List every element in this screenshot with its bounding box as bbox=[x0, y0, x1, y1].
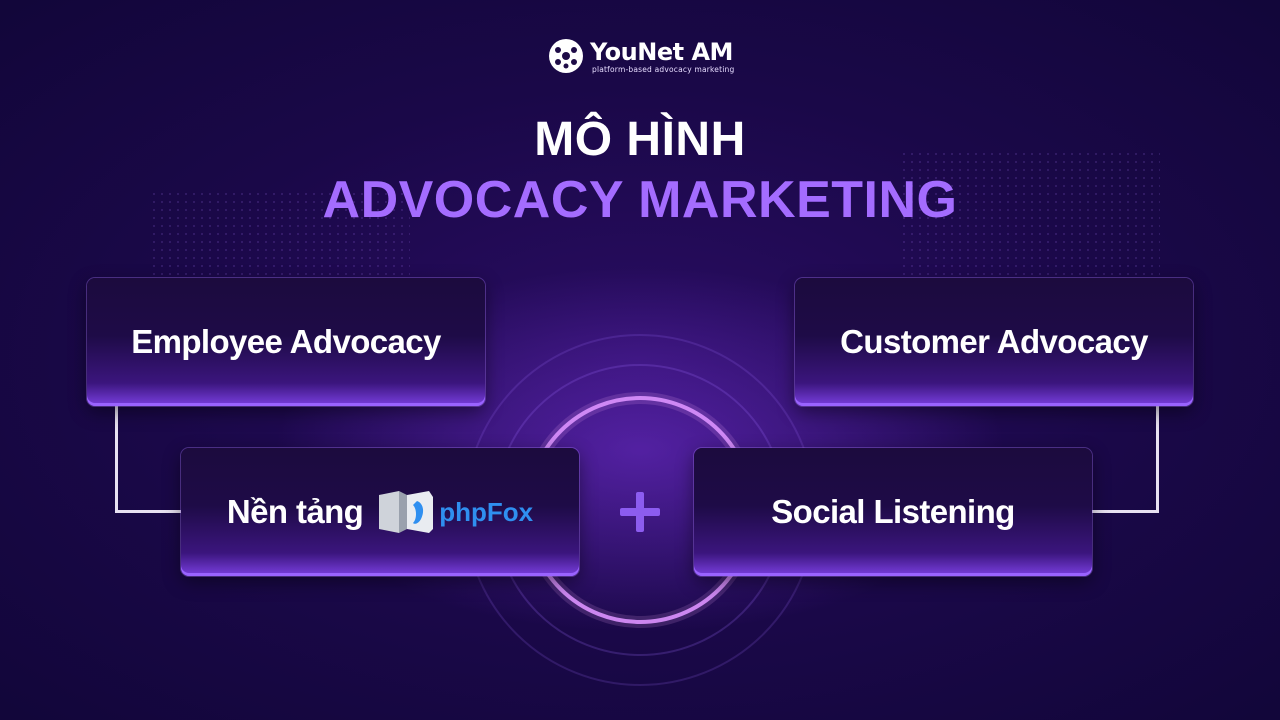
card-employee-advocacy: Employee Advocacy bbox=[87, 278, 485, 406]
phpfox-logo: phpFox bbox=[377, 489, 533, 535]
card-platform-label: Nền tảng bbox=[226, 493, 364, 530]
plus-icon bbox=[620, 492, 660, 532]
phpfox-logo-icon bbox=[379, 491, 434, 533]
page-title-line2: ADVOCACY MARKETING bbox=[322, 171, 958, 229]
card-platform: Nền tảng phpFox bbox=[181, 448, 579, 576]
logo-name: YouNet AM bbox=[590, 37, 733, 66]
logo-tagline: platform-based advocacy marketing bbox=[592, 64, 735, 74]
connector-right bbox=[1092, 404, 1159, 513]
card-social-listening-label: Social Listening bbox=[771, 493, 1015, 530]
connector-left bbox=[115, 404, 186, 513]
card-customer-advocacy: Customer Advocacy bbox=[795, 278, 1193, 406]
card-social-listening: Social Listening bbox=[694, 448, 1092, 576]
page-title-line1: MÔ HÌNH bbox=[534, 113, 746, 166]
younet-logo: YouNet AM platform-based advocacy market… bbox=[548, 36, 734, 76]
card-employee-advocacy-label: Employee Advocacy bbox=[131, 323, 441, 360]
network-node-icon bbox=[549, 39, 583, 73]
phpfox-brand-text: phpFox bbox=[439, 496, 534, 527]
card-customer-advocacy-label: Customer Advocacy bbox=[840, 323, 1148, 360]
dot-grid-right bbox=[900, 150, 1160, 290]
